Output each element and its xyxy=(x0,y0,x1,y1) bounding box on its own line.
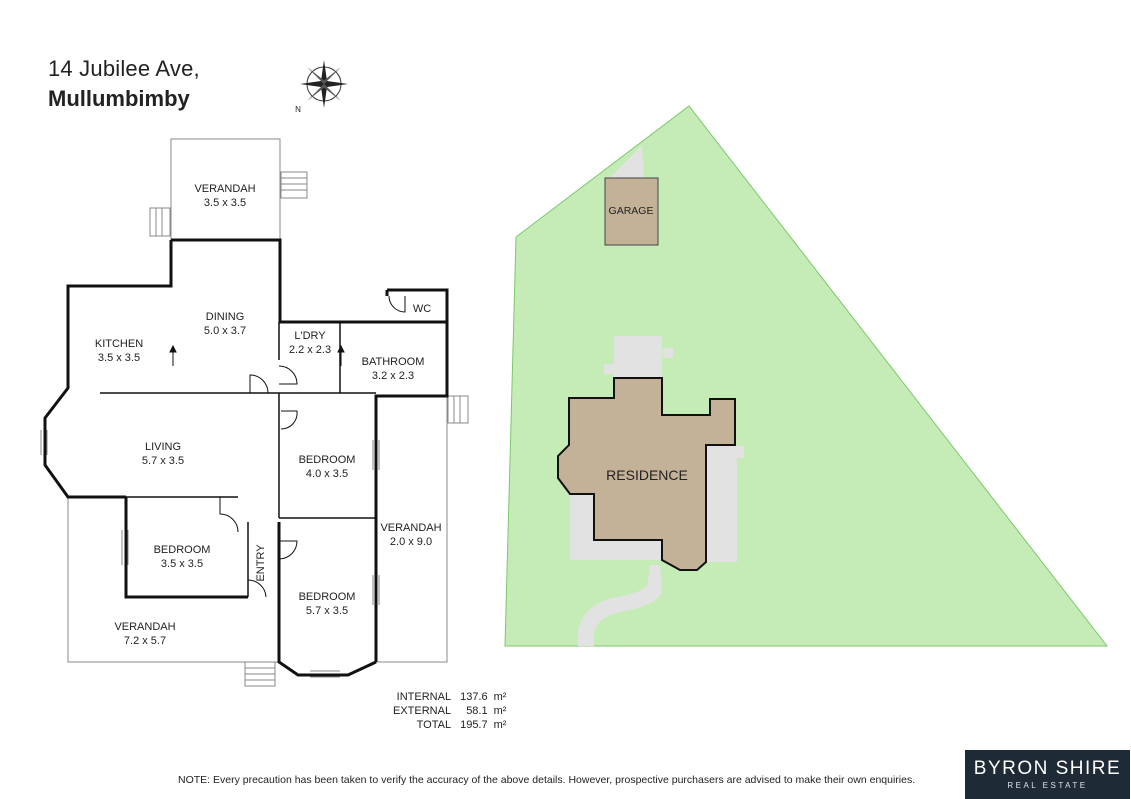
compass-rose-icon xyxy=(300,60,348,108)
logo-line-1: BYRON SHIRE xyxy=(973,758,1122,779)
area-label: INTERNAL xyxy=(396,691,452,703)
agency-logo: BYRON SHIRE REAL ESTATE xyxy=(965,750,1130,799)
laundry-size: 2.2 x 2.3 xyxy=(289,344,331,356)
verandah-east-size: 2.0 x 9.0 xyxy=(390,536,432,548)
entry-name: ENTRY xyxy=(255,544,267,582)
bedroom-left-size: 3.5 x 3.5 xyxy=(161,558,203,570)
kitchen-name: KITCHEN xyxy=(95,338,143,350)
living-name: LIVING xyxy=(145,441,181,453)
laundry-name: L'DRY xyxy=(294,330,326,342)
area-row-internal: INTERNAL 137.6 m² xyxy=(390,690,509,704)
lot-boundary xyxy=(504,105,1109,647)
verandah-south-name: VERANDAH xyxy=(114,621,175,633)
residence-label: RESIDENCE xyxy=(606,467,688,483)
kitchen-size: 3.5 x 3.5 xyxy=(98,352,140,364)
garage-label: GARAGE xyxy=(609,205,654,217)
bathroom-name: BATHROOM xyxy=(362,356,425,368)
bedroom-bottom-size: 5.7 x 3.5 xyxy=(306,605,348,617)
area-row-external: EXTERNAL 58.1 m² xyxy=(390,704,509,718)
area-value: 58.1 xyxy=(466,705,488,717)
area-unit: m² xyxy=(493,705,507,717)
area-label: TOTAL xyxy=(416,719,452,731)
area-unit: m² xyxy=(493,719,507,731)
garage-building xyxy=(604,177,659,246)
area-value: 195.7 xyxy=(460,719,488,731)
address-line-1: 14 Jubilee Ave, xyxy=(48,56,200,81)
dining-name: DINING xyxy=(206,311,245,323)
area-value: 137.6 xyxy=(460,691,488,703)
verandah-north-name: VERANDAH xyxy=(194,183,255,195)
wc-name: WC xyxy=(413,303,431,315)
disclaimer-note: NOTE: Every precaution has been taken to… xyxy=(178,774,916,786)
bathroom-size: 3.2 x 2.3 xyxy=(372,370,414,382)
verandah-south-size: 7.2 x 5.7 xyxy=(124,635,166,647)
residence-building xyxy=(557,377,736,571)
address-line-2: Mullumbimby xyxy=(48,86,190,111)
driveway-strip xyxy=(605,145,644,180)
dining-size: 5.0 x 3.7 xyxy=(204,325,246,337)
verandah-north-size: 3.5 x 3.5 xyxy=(204,197,246,209)
bedroom-left-name: BEDROOM xyxy=(154,544,211,556)
area-row-total: TOTAL 195.7 m² xyxy=(390,718,509,732)
bedroom-mid-name: BEDROOM xyxy=(299,454,356,466)
compass-north-label: N xyxy=(295,105,301,114)
living-size: 5.7 x 3.5 xyxy=(142,455,184,467)
logo-line-2: REAL ESTATE xyxy=(1007,781,1088,790)
area-unit: m² xyxy=(493,691,507,703)
floor-plan xyxy=(40,138,469,687)
front-path xyxy=(578,565,662,646)
bedroom-bottom-name: BEDROOM xyxy=(299,591,356,603)
area-summary: INTERNAL 137.6 m² EXTERNAL 58.1 m² TOTAL… xyxy=(390,690,509,732)
bedroom-mid-size: 4.0 x 3.5 xyxy=(306,468,348,480)
area-label: EXTERNAL xyxy=(393,705,452,717)
verandah-east-name: VERANDAH xyxy=(380,522,441,534)
site-plan xyxy=(504,105,1109,647)
